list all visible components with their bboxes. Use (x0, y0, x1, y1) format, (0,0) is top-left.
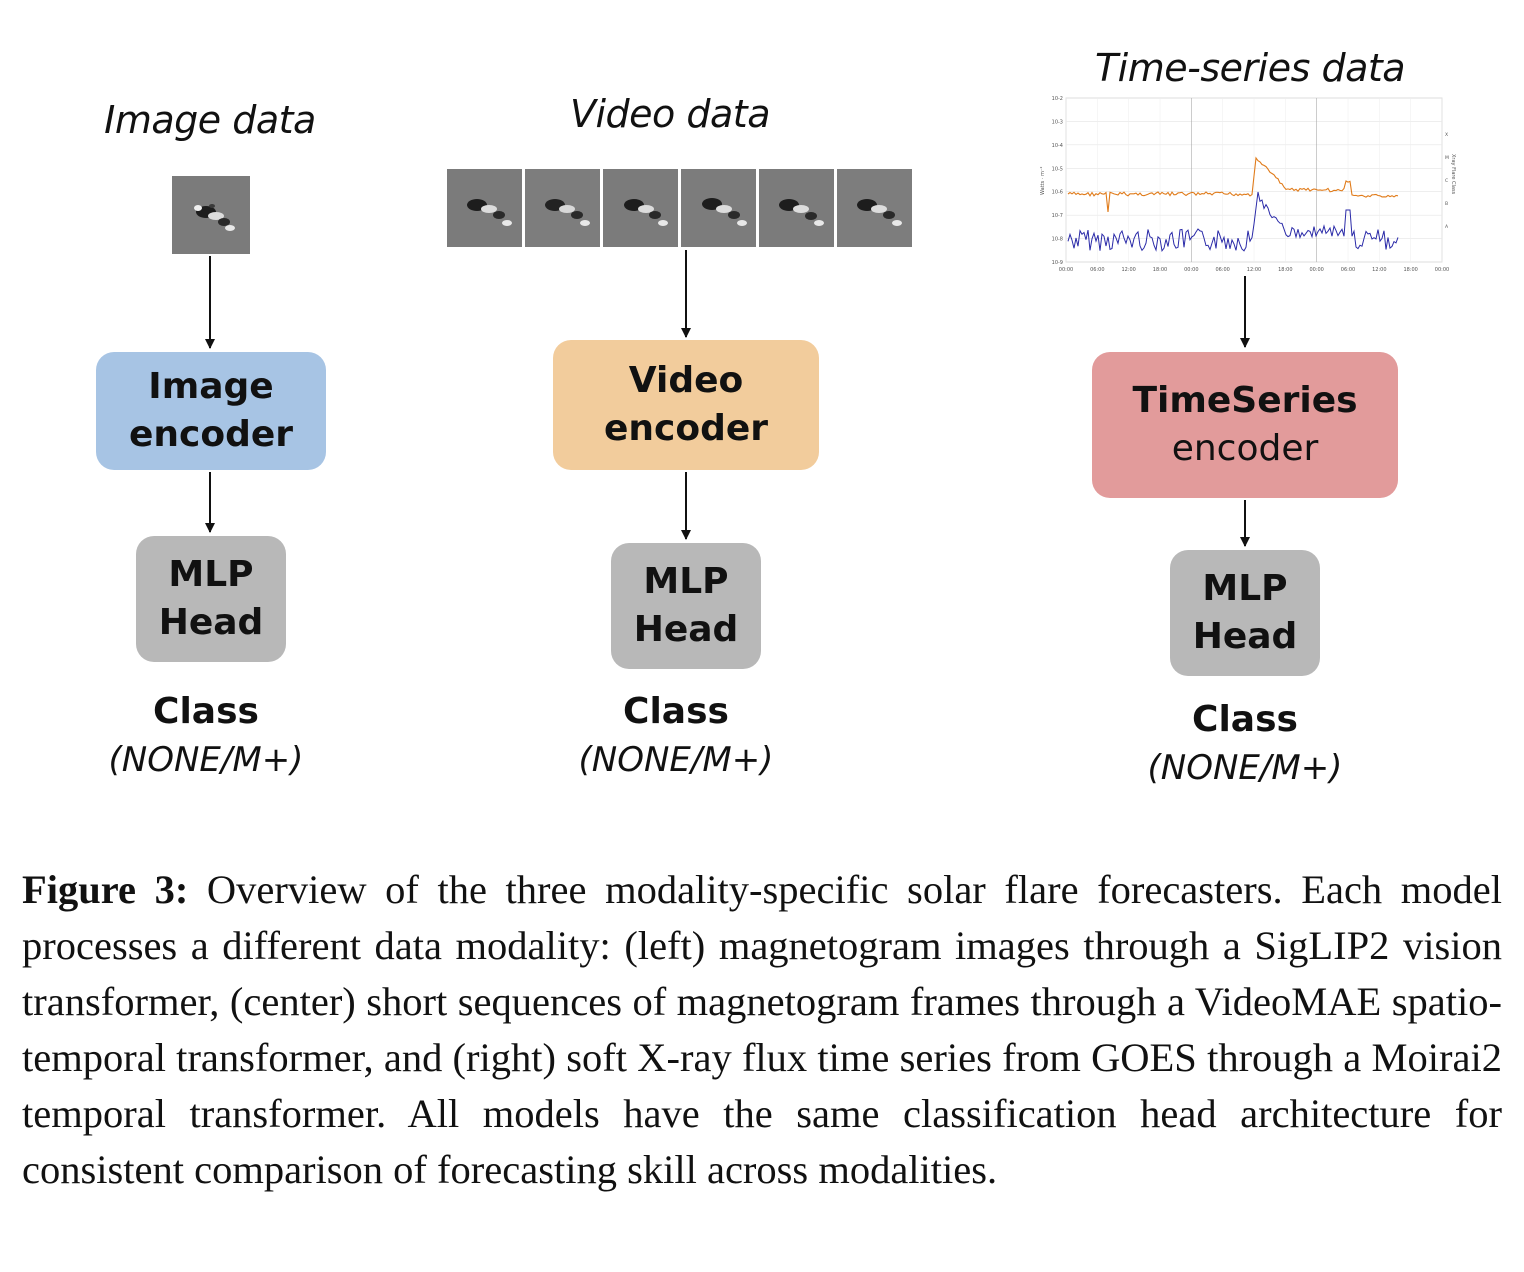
video-frame (837, 169, 912, 247)
plot-right-label: Xray Flare Class (1450, 154, 1456, 195)
arrows-layer (205, 250, 1250, 547)
image-data-title: Image data (104, 98, 316, 142)
image-mlp-head-box: MLP Head (136, 536, 286, 662)
video-frame (681, 169, 756, 247)
plot-x-tick: 12:00 (1121, 267, 1135, 273)
plot-right-class: C (1445, 178, 1448, 184)
timeseries-encoder-label-1: TimeSeries (1132, 380, 1358, 421)
video-mlp-label-1: MLP (643, 561, 729, 602)
figure-caption: Figure 3: Overview of the three modality… (22, 862, 1502, 1198)
plot-x-tick: 12:00 (1372, 267, 1386, 273)
plot-x-tick: 12:00 (1247, 267, 1261, 273)
caption-text: Overview of the three modality-specific … (22, 867, 1502, 1192)
timeseries-data-title: Time-series data (1094, 46, 1406, 90)
timeseries-class-output: Class (NONE/M+) (1125, 696, 1365, 792)
timeseries-mlp-label-2: Head (1192, 616, 1298, 657)
image-class-output: Class (NONE/M+) (86, 688, 326, 784)
goes-xray-plot: 10-2 10-3 10-4 10-5 10-6 10-7 10-8 10-9 00:00 06… (1036, 90, 1456, 276)
video-class-label: Class (623, 691, 729, 732)
plot-y-tick: 10-3 (1052, 119, 1063, 125)
plot-x-tick: 00:00 (1059, 267, 1073, 273)
timeseries-mlp-label-1: MLP (1202, 568, 1288, 609)
image-encoder-label-1: Image (148, 366, 274, 407)
video-encoder-label-2: encoder (603, 408, 769, 449)
image-class-values: (NONE/M+) (108, 740, 304, 780)
plot-right-class: M (1445, 155, 1449, 161)
plot-x-tick: 00:00 (1184, 267, 1198, 273)
plot-x-tick: 00:00 (1435, 267, 1449, 273)
video-mlp-label-2: Head (633, 609, 739, 650)
image-encoder-label-2: encoder (128, 414, 294, 455)
plot-x-tick: 06:00 (1090, 267, 1104, 273)
plot-x-ticks: 00:00 06:00 12:00 18:00 00:00 06:00 12:00 18:00… (1059, 267, 1449, 273)
plot-y-ticks: 10-2 10-3 10-4 10-5 10-6 10-7 10-8 10-9 (1052, 96, 1063, 266)
plot-right-classes: X M C B A (1445, 132, 1449, 230)
video-mlp-head-box: MLP Head (611, 543, 761, 669)
plot-x-tick: 00:00 (1309, 267, 1323, 273)
plot-grid (1065, 97, 1443, 263)
video-encoder-label-1: Video (628, 360, 744, 401)
timeseries-mlp-head-box: MLP Head (1170, 550, 1320, 676)
plot-y-tick: 10-6 (1052, 190, 1063, 196)
video-frame (759, 169, 834, 247)
plot-y-tick: 10-2 (1052, 96, 1063, 102)
plot-y-tick: 10-7 (1052, 213, 1063, 219)
plot-right-class: X (1445, 132, 1448, 138)
plot-y-tick: 10-5 (1052, 166, 1063, 172)
plot-y-tick: 10-8 (1052, 237, 1063, 243)
plot-y-label: Watts · m⁻² (1040, 167, 1046, 196)
video-class-output: Class (NONE/M+) (556, 688, 796, 784)
plot-x-tick: 18:00 (1153, 267, 1167, 273)
image-mlp-label-2: Head (158, 602, 264, 643)
video-class-values: (NONE/M+) (578, 740, 774, 780)
plot-x-tick: 06:00 (1215, 267, 1229, 273)
image-class-label: Class (153, 691, 259, 732)
image-mlp-label-1: MLP (168, 554, 254, 595)
plot-y-tick: 10-4 (1052, 143, 1063, 149)
long-channel-curve (1067, 156, 1399, 213)
plot-right-class: A (1445, 224, 1449, 230)
video-encoder-box: Video encoder (553, 340, 819, 470)
plot-y-tick: 10-9 (1052, 260, 1063, 266)
video-frame (603, 169, 678, 247)
timeseries-encoder-label-2: encoder (1171, 428, 1319, 469)
plot-x-tick: 06:00 (1341, 267, 1355, 273)
short-channel-curve (1067, 191, 1399, 253)
plot-x-tick: 18:00 (1403, 267, 1417, 273)
timeseries-encoder-box: TimeSeries encoder (1092, 352, 1398, 498)
magnetogram-image (172, 176, 250, 254)
plot-right-class: B (1445, 201, 1448, 207)
timeseries-class-label: Class (1192, 699, 1298, 740)
video-frame (525, 169, 600, 247)
timeseries-class-values: (NONE/M+) (1147, 748, 1343, 788)
image-encoder-box: Image encoder (96, 352, 326, 470)
plot-x-tick: 18:00 (1278, 267, 1292, 273)
video-frame (447, 169, 522, 247)
video-data-title: Video data (570, 92, 770, 136)
video-frames-strip (447, 169, 914, 247)
caption-label: Figure 3: (22, 867, 189, 912)
